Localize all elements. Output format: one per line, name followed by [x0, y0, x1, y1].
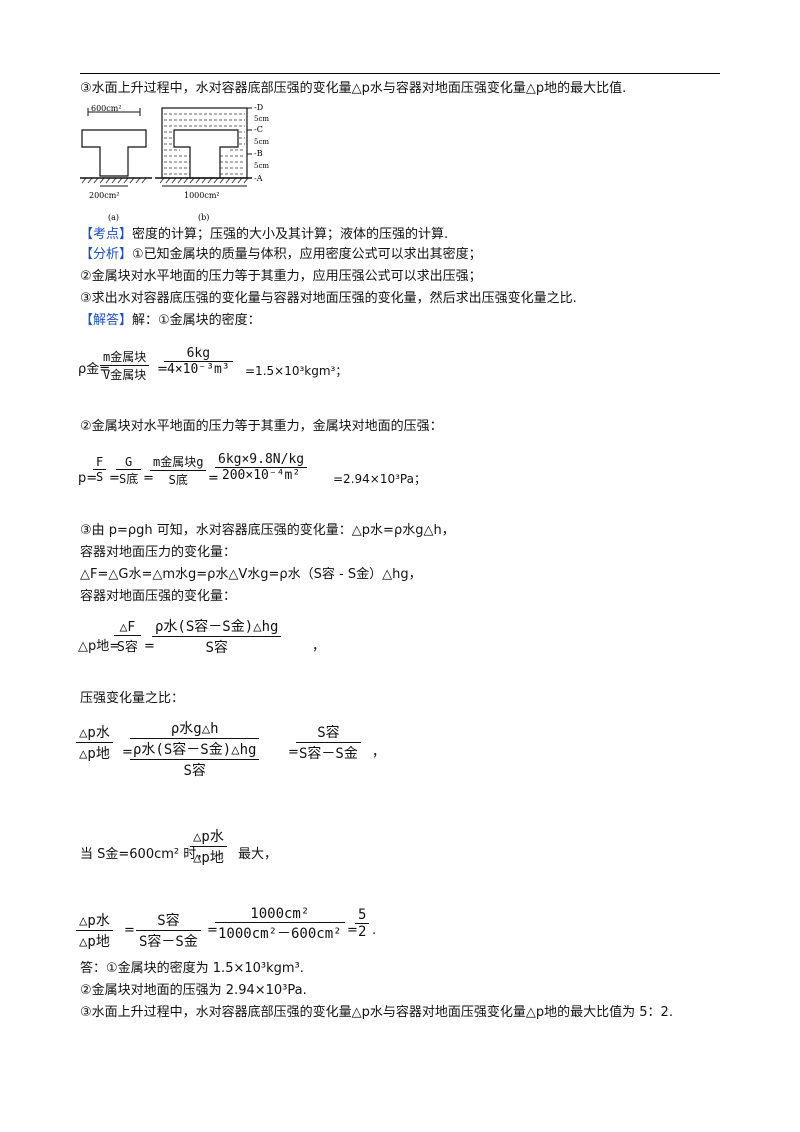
jieda-line: 【解答】解：①金属块的密度：: [80, 312, 261, 330]
q3-heading: ③水面上升过程中，水对容器底部压强的变化量△p水与容器对地面压强变化量△p地的最…: [80, 81, 627, 96]
svg-text:5cm: 5cm: [254, 115, 269, 123]
answer-line-1: 答：①金属块的密度为 1.5×10³kgm³.: [80, 961, 304, 976]
figure-a: 600cm² 200cm² (a): [80, 104, 152, 222]
ratio-intro: 压强变化量之比：: [80, 691, 185, 706]
svg-text:-C: -C: [254, 125, 263, 134]
eq2-lhs: p=: [78, 471, 98, 486]
answer-line-3: ③水面上升过程中，水对容器底部压强的变化量△p水与容器对地面压强变化量△p地的最…: [80, 1005, 673, 1020]
fenxi-line-2: ②金属块对水平地面的压力等于其重力，应用压强公式可以求出压强；: [80, 269, 482, 284]
answer-line-2: ②金属块对地面的压强为 2.94×10³Pa.: [80, 983, 307, 998]
eq6-frac-ratio: △p水△p地: [76, 910, 113, 951]
step3-line-1: ③由 p=ρgh 可知，水对容器底压强的变化量：△p水=ρ水g△h，: [80, 523, 455, 538]
figure-b: 1000cm² (b) -D 5cm -C 5cm -B 5cm -A: [155, 103, 269, 222]
svg-text:-B: -B: [254, 149, 263, 158]
eq1-result: =1.5×10³kgm³；: [245, 364, 348, 378]
kaodian-text: 密度的计算；压强的大小及其计算；液体的压强的计算.: [132, 227, 449, 242]
svg-text:-D: -D: [254, 103, 263, 112]
b-caption: (b): [198, 213, 209, 222]
eq2-result: =2.94×10³Pa；: [333, 472, 426, 486]
a-caption: (a): [108, 213, 119, 222]
top-rule: [80, 73, 720, 74]
eq1-frac-mv: m金属块 V金属块: [100, 348, 150, 383]
eq4-frac-ratio: △p水△p地: [76, 722, 113, 763]
fenxi-tag: 【分析】: [80, 247, 133, 262]
svg-text:5cm: 5cm: [254, 138, 269, 146]
b-bottom-area-label: 1000cm²: [184, 191, 220, 200]
a-top-area-label: 600cm²: [91, 104, 122, 113]
jieda-tag: 【解答】: [80, 313, 133, 328]
kaodian-line: 【考点】密度的计算；压强的大小及其计算；液体的压强的计算.: [80, 226, 448, 244]
eq5-prefix: 当 S金=600cm² 时，: [80, 847, 210, 862]
svg-text:5cm: 5cm: [254, 162, 269, 170]
step3-line-4: 容器对地面压强的变化量：: [80, 589, 237, 604]
eq5-frac: △p水△p地: [190, 826, 227, 867]
container-figure: 600cm² 200cm² (a): [80, 103, 269, 222]
step2-intro: ②金属块对水平地面的压力等于其重力，金属块对地面的压强：: [80, 419, 443, 434]
fenxi-line-3: ③求出水对容器底压强的变化量与容器对地面压强的变化量，然后求出压强变化量之比.: [80, 291, 577, 306]
jieda-intro: 解：①金属块的密度：: [132, 313, 261, 328]
a-bottom-area-label: 200cm²: [89, 191, 120, 200]
eq1-frac-values: 6kg 4×10⁻³m³: [164, 346, 233, 377]
step3-line-2: 容器对地面压力的变化量：: [80, 545, 237, 560]
svg-text:-A: -A: [254, 174, 263, 183]
kaodian-tag: 【考点】: [80, 227, 133, 242]
fenxi-line-1: 【分析】①已知金属块的质量与体积，应用密度公式可以求出其密度；: [80, 247, 482, 262]
eq4-complex-frac: ρ水g△h ρ水(S容－S金)△hg S容: [130, 718, 260, 780]
eq3-lhs: △p地=: [78, 639, 121, 654]
step3-line-3: △F=△G水=△m水g=ρ水△V水g=ρ水（S容 - S金）△hg，: [80, 567, 422, 582]
